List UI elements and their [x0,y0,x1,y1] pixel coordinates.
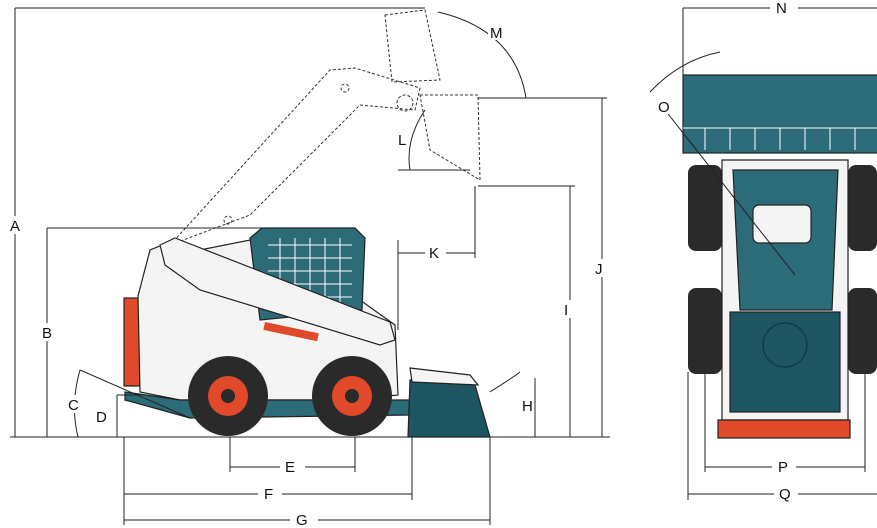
dim-label-q: Q [779,486,791,503]
dim-label-c: C [68,397,79,414]
front-wheel [312,356,392,436]
dim-label-l: L [398,132,406,149]
top-fan [762,322,808,368]
dim-label-b: B [42,325,52,342]
dim-label-a: A [10,218,20,235]
dim-label-d: D [96,409,107,426]
dim-label-m: M [490,25,503,42]
lift-arm [159,237,396,346]
raised-arm-phantom [169,9,481,246]
rear-wheel [188,356,268,436]
top-rear-bumper [717,419,851,439]
lowered-bucket [407,379,491,438]
dim-label-n: N [776,0,787,17]
hydraulic-cylinder [263,322,319,342]
top-wheel-right-rear [848,288,877,374]
dim-label-g: G [296,512,308,528]
dim-label-i: I [564,302,568,319]
top-cab-window [752,204,812,244]
top-bucket-ribs [683,127,877,150]
dim-label-p: P [778,459,788,476]
bucket-top-plate [409,367,480,386]
top-wheel-right-front [848,165,877,251]
dim-label-e: E [285,459,295,476]
dim-label-k: K [429,245,439,262]
top-wheel-left-rear [688,288,722,374]
top-engine-bay [729,311,841,413]
dim-label-h: H [522,398,533,415]
dim-label-o: O [658,99,670,116]
rear-counterweight [123,297,141,387]
dim-label-j: J [595,261,603,278]
dim-label-f: F [264,486,273,503]
top-wheel-left-front [688,165,722,251]
side-view: A B C D E F G H [8,7,610,528]
top-view: N O P Q [649,0,877,503]
